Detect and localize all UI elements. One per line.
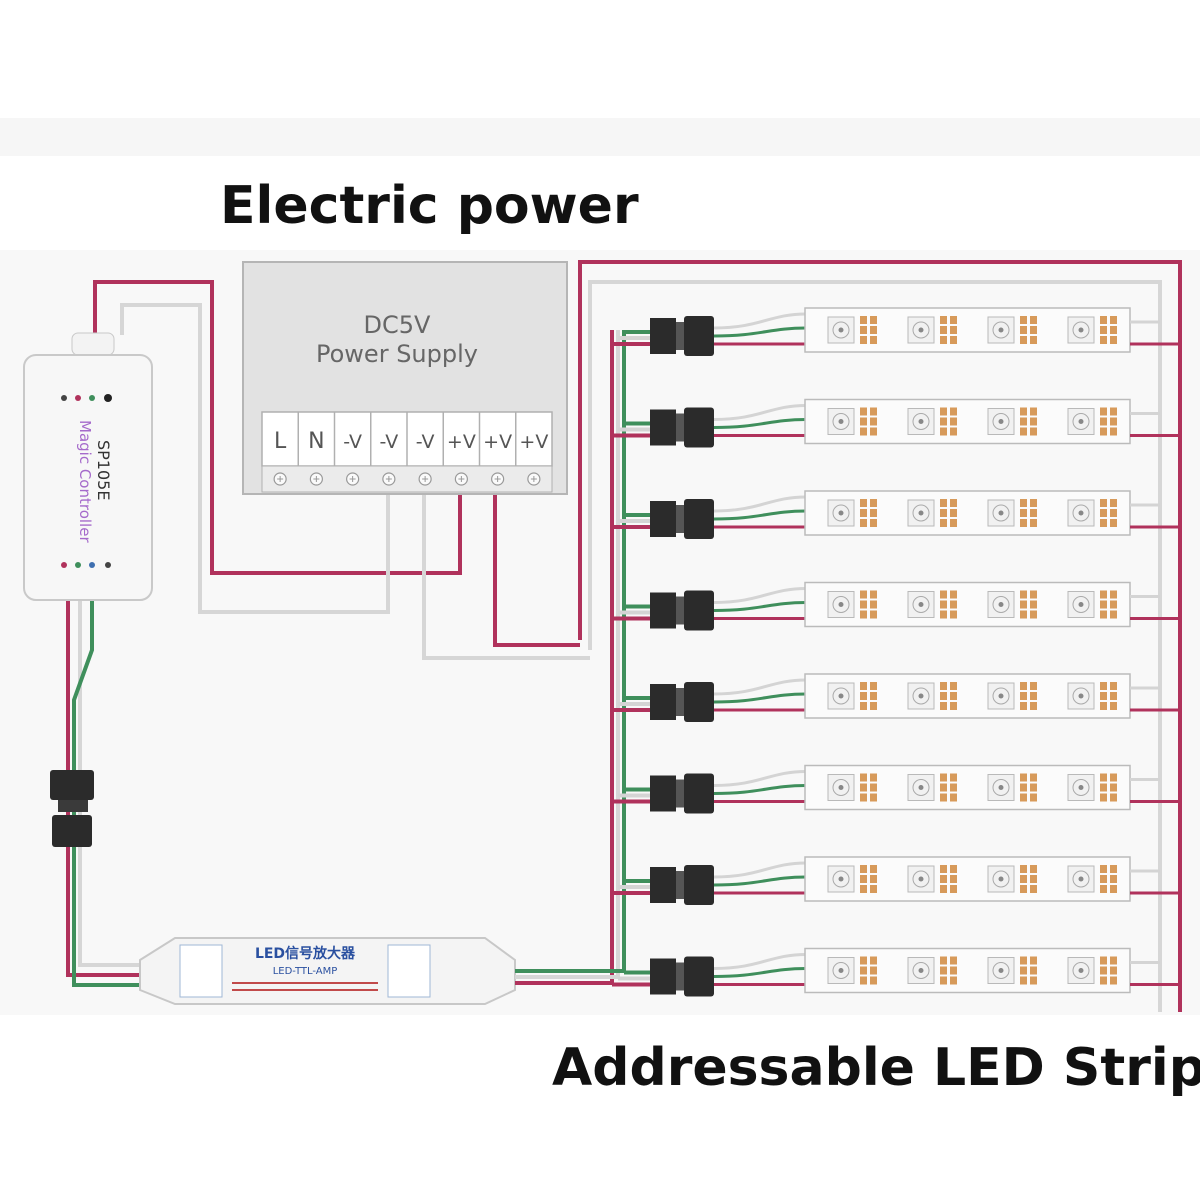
psu-terminal-label: +V bbox=[447, 431, 476, 453]
led-chip-icon bbox=[987, 591, 1015, 618]
strip-connector-icon bbox=[650, 773, 714, 814]
electric-power-heading: Electric power bbox=[220, 176, 639, 236]
strip-connector-icon bbox=[650, 956, 714, 997]
led-strip-row bbox=[612, 307, 1180, 356]
strip-connector-icon bbox=[650, 316, 714, 356]
psu-terminal-label: +V bbox=[519, 431, 548, 453]
controller-model-label: SP105E bbox=[94, 440, 113, 500]
psu-voltage-label: DC5V bbox=[364, 311, 432, 339]
led-strip-row bbox=[612, 398, 1180, 448]
led-chip-icon bbox=[1067, 316, 1095, 344]
strip-connector-icon bbox=[650, 682, 714, 722]
led-strip-rows bbox=[612, 307, 1180, 997]
psu-terminal-label: -V bbox=[380, 431, 399, 453]
psu-wiring bbox=[93, 280, 590, 660]
psu-terminal-label: -V bbox=[416, 431, 435, 453]
right-power-bus bbox=[578, 260, 1182, 1012]
strip-connector-icon bbox=[650, 865, 714, 905]
sp105e-controller: SP105E Magic Controller bbox=[23, 332, 153, 601]
amplifier-title: LED信号放大器 bbox=[255, 945, 356, 962]
psu-title-label: Power Supply bbox=[316, 340, 478, 368]
controller-lead-connector bbox=[50, 770, 94, 847]
led-strip-row bbox=[612, 856, 1180, 905]
led-strip-row bbox=[612, 490, 1180, 539]
strip-connector-icon bbox=[650, 590, 714, 631]
led-strip-heading: Addressable LED Strip bbox=[552, 1038, 1200, 1098]
led-chip-icon bbox=[827, 591, 855, 618]
controller-name-label: Magic Controller bbox=[76, 420, 94, 543]
strip-connector-icon bbox=[650, 499, 714, 539]
psu-terminal-label: -V bbox=[343, 431, 362, 453]
psu-terminal-label: N bbox=[308, 429, 324, 454]
led-strip-row bbox=[612, 947, 1180, 997]
led-chip-icon bbox=[1067, 499, 1095, 527]
controller-output-wires bbox=[66, 600, 150, 987]
psu-terminal-label: L bbox=[274, 429, 287, 454]
led-strip-row bbox=[612, 673, 1180, 722]
led-chip-icon bbox=[907, 499, 935, 527]
led-chip-icon bbox=[827, 774, 855, 801]
led-chip-icon bbox=[827, 682, 855, 710]
signal-amplifier: LED信号放大器 LED-TTL-AMP bbox=[139, 937, 516, 1005]
amplifier-subtitle: LED-TTL-AMP bbox=[273, 966, 338, 977]
psu-terminal-label: +V bbox=[483, 431, 512, 453]
top-band bbox=[0, 118, 1200, 156]
strip-connector-icon bbox=[650, 407, 714, 448]
led-strip-row bbox=[612, 581, 1180, 631]
led-strip-row bbox=[612, 764, 1180, 814]
led-chip-icon bbox=[907, 865, 935, 893]
